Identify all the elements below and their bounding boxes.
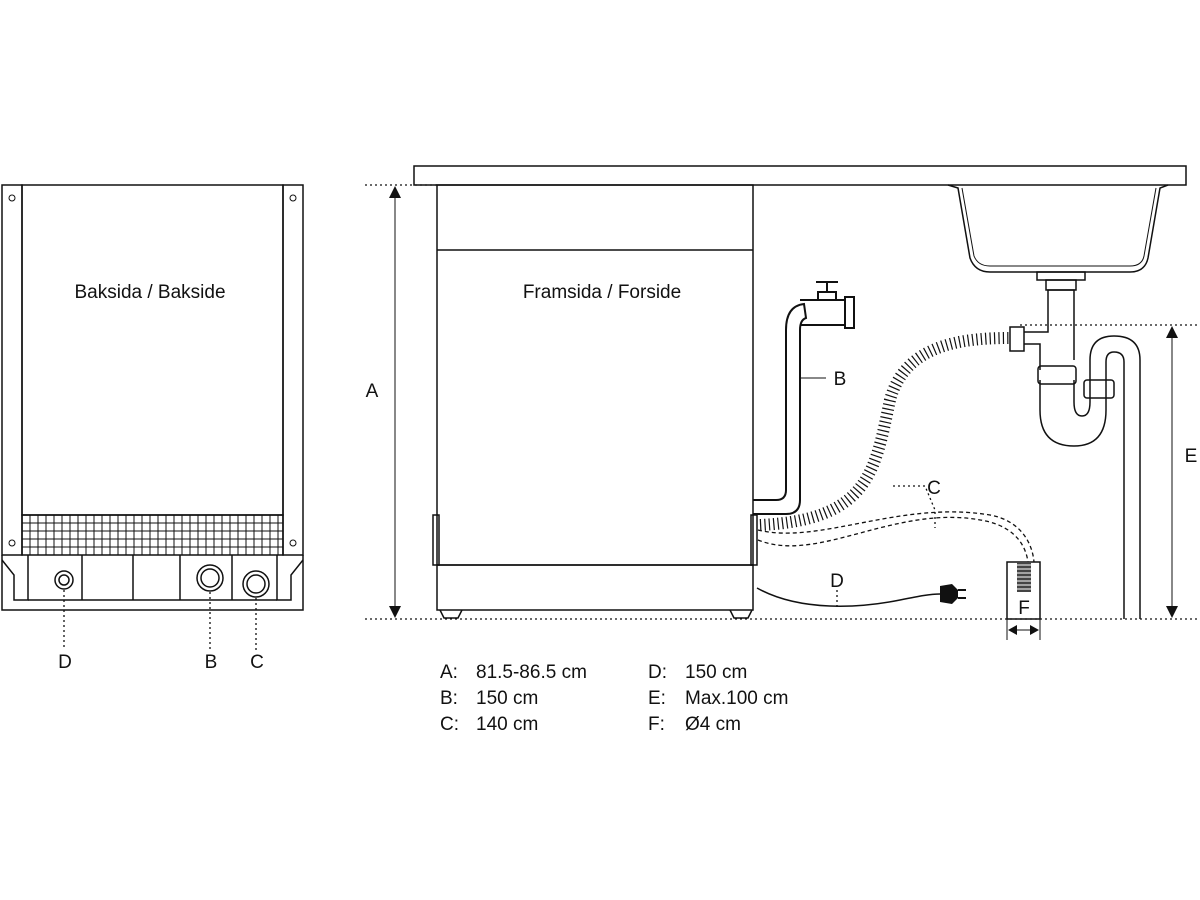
sink-basin <box>947 184 1169 273</box>
trap-u-outer <box>1039 380 1107 447</box>
spec-key: D: <box>648 662 667 683</box>
screw-icon <box>289 539 297 547</box>
marker-b: B <box>834 369 847 390</box>
countertop <box>413 165 1187 186</box>
sink-drain-flange <box>1036 271 1086 281</box>
back-view-label: Baksida / Bakside <box>74 282 225 303</box>
spec-value: 81.5-86.5 cm <box>476 662 587 683</box>
leader-c <box>893 485 936 528</box>
spec-key: E: <box>648 688 666 709</box>
sink-drain-nut <box>1045 279 1077 291</box>
standpipe-hose-end <box>1017 562 1031 592</box>
trap-tailpiece <box>1024 289 1075 360</box>
drain-hose-ribs <box>759 332 1011 531</box>
back-left-rail <box>1 184 23 556</box>
screw-icon <box>8 194 16 202</box>
dishwasher-door <box>436 184 754 566</box>
alt-drain-route-1 <box>757 516 1029 563</box>
marker-d-back: D <box>58 652 72 673</box>
back-base <box>1 555 304 611</box>
power-plug-icon <box>940 584 966 604</box>
dishwasher-plinth <box>436 564 754 611</box>
inlet-connector-icon <box>196 564 224 592</box>
back-right-foot <box>276 555 304 601</box>
dim-f-arrow-right <box>1030 625 1039 635</box>
side-rail-right <box>750 514 758 566</box>
alt-drain-route-2 <box>757 511 1035 563</box>
foot-left <box>439 609 463 619</box>
dim-a-arrow-bottom <box>389 606 401 618</box>
marker-c-back: C <box>250 652 264 673</box>
dim-e-arrow-top <box>1166 326 1178 338</box>
back-grille <box>22 515 283 555</box>
spec-legend: A: 81.5-86.5 cm B: 150 cm C: 140 cm D: 1… <box>440 662 788 735</box>
back-left-foot <box>1 555 29 601</box>
spec-key: B: <box>440 688 458 709</box>
power-cable <box>756 587 941 607</box>
screw-icon <box>289 194 297 202</box>
back-panel <box>21 184 284 516</box>
back-grille-frame <box>21 514 284 556</box>
marker-a: A <box>366 381 379 402</box>
trap-outlet-outer <box>1089 335 1141 619</box>
drain-connector-icon <box>242 570 270 598</box>
inlet-hose-inner <box>753 330 787 501</box>
marker-e: E <box>1185 446 1198 467</box>
trap-nut-left <box>1037 365 1077 385</box>
power-connector-inner <box>58 574 70 586</box>
trap-nut-right <box>1083 379 1115 399</box>
trap-u-inner <box>1073 380 1091 417</box>
spec-key: C: <box>440 714 459 735</box>
water-tap-icon <box>800 281 855 329</box>
spec-key: F: <box>648 714 665 735</box>
dim-a-arrow-top <box>389 186 401 198</box>
back-view: D B C Baksida / Bakside <box>1 184 304 673</box>
marker-f: F <box>1018 598 1030 619</box>
marker-c: C <box>927 478 941 499</box>
front-view: A Framsida / Forside B <box>365 165 1200 640</box>
spec-value: Max.100 cm <box>685 688 788 709</box>
inlet-connector-inner <box>200 568 220 588</box>
spec-value: Ø4 cm <box>685 714 741 735</box>
back-right-rail <box>282 184 304 556</box>
marker-b-back: B <box>205 652 218 673</box>
side-rail-left <box>432 514 440 566</box>
front-view-label: Framsida / Forside <box>523 282 681 303</box>
drain-hose-clamp <box>1009 326 1025 352</box>
spec-value: 150 cm <box>685 662 747 683</box>
sink-basin-inner <box>961 187 1157 267</box>
marker-d: D <box>830 571 844 592</box>
dim-e-arrow-bottom <box>1166 606 1178 618</box>
spec-value: 140 cm <box>476 714 538 735</box>
inlet-hose-outer <box>753 302 808 515</box>
trap-branch <box>1024 343 1041 370</box>
foot-right <box>729 609 753 619</box>
dim-f-arrow-left <box>1008 625 1017 635</box>
power-connector-icon <box>54 570 74 590</box>
screw-icon <box>8 539 16 547</box>
spec-value: 150 cm <box>476 688 538 709</box>
drain-connector-inner <box>246 574 266 594</box>
spec-key: A: <box>440 662 458 683</box>
drain-hose-body <box>759 332 1011 531</box>
trap-outlet-inner <box>1105 351 1125 619</box>
